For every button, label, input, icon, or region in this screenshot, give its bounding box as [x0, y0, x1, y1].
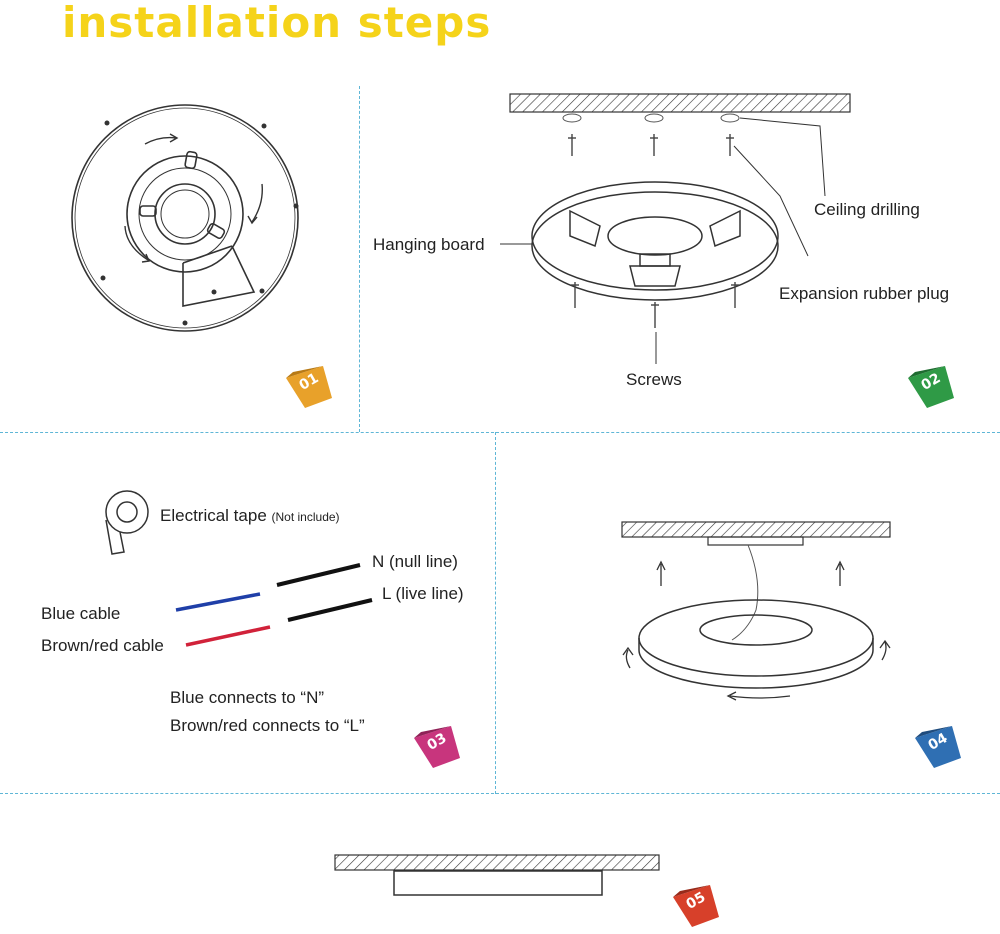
divider-horizontal-bottom [0, 793, 1000, 794]
expansion-plug-label: Expansion rubber plug [779, 284, 950, 303]
n-line-label: N (null line) [372, 552, 458, 571]
step-badge-05: 05 [670, 883, 722, 929]
brown-cable-label: Brown/red cable [41, 636, 164, 655]
electrical-tape-label: Electrical tape (Not include) [160, 506, 340, 525]
step3-wiring-illustration [105, 490, 373, 647]
ceiling-drilling-label: Ceiling drilling [814, 200, 920, 219]
step-badge-03: 03 [411, 724, 463, 770]
divider-vertical-top [359, 86, 360, 432]
page-title: installation steps [62, 0, 492, 47]
tape-icon [105, 490, 149, 534]
step-badge-04: 04 [912, 724, 964, 770]
blue-cable-label: Blue cable [41, 604, 121, 623]
blue-rule-text: Blue connects to “N” [170, 688, 325, 707]
step-badge-01: 01 [283, 364, 335, 410]
step1-lamp-base-illustration [71, 104, 299, 332]
ceiling [509, 93, 851, 113]
step5-finished-illustration [334, 854, 660, 896]
screws-label: Screws [626, 370, 682, 389]
hanging-board-label: Hanging board [373, 235, 485, 254]
l-line-label: L (live line) [382, 584, 464, 603]
step-badge-02: 02 [905, 364, 957, 410]
step4-attach-lamp-illustration [621, 521, 891, 701]
divider-horizontal-top [0, 432, 1000, 433]
step2-mounting-illustration [500, 93, 851, 364]
brown-rule-text: Brown/red connects to “L” [170, 716, 365, 735]
divider-vertical-middle [495, 432, 496, 794]
